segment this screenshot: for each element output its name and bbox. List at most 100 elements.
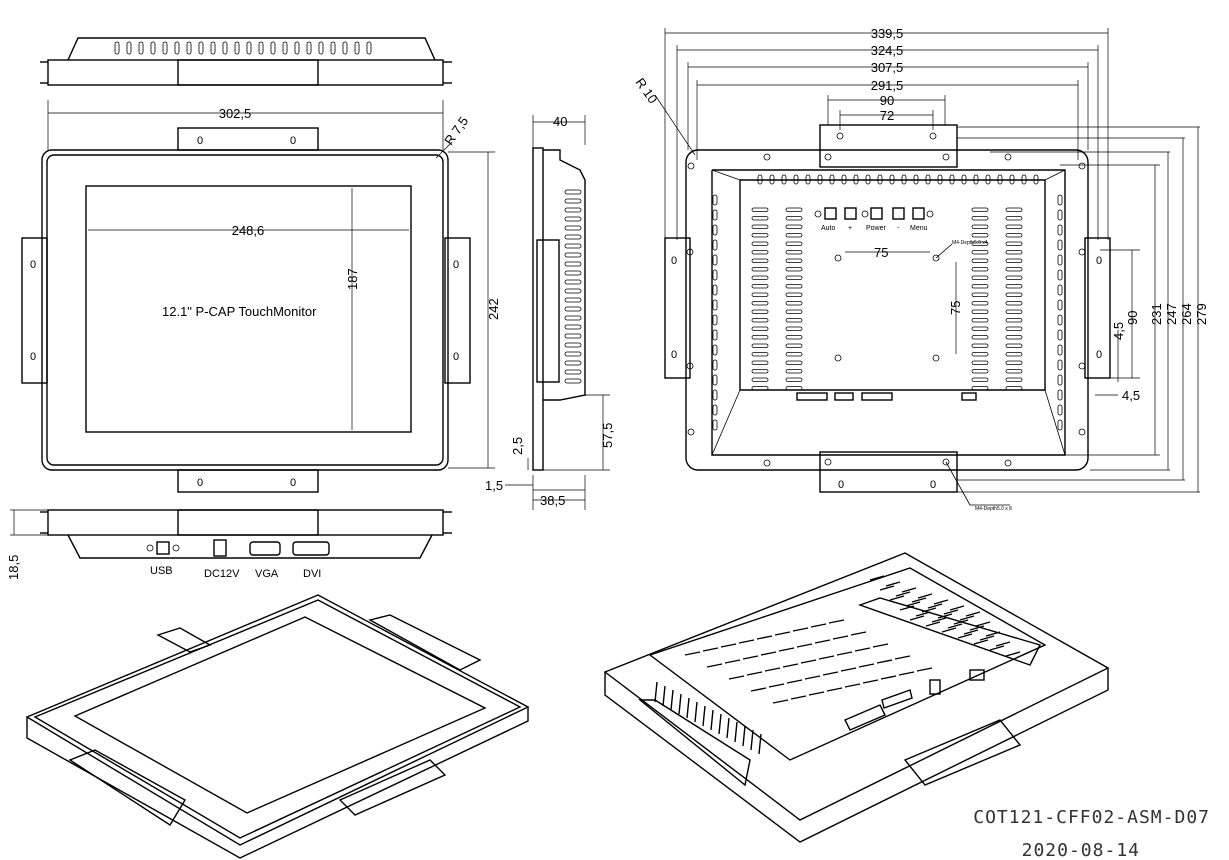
vent-slot [1005, 326, 1023, 331]
vent-slot [750, 729, 754, 751]
vent-slot [778, 647, 795, 652]
vent-slot [751, 233, 769, 238]
screw-hole [1078, 428, 1086, 436]
vent-slot [810, 623, 827, 628]
vent-slot [979, 635, 995, 641]
screw-hole [686, 248, 694, 256]
vent-slot [971, 241, 989, 246]
side-dim-57: 57,5 [600, 423, 615, 448]
button-label-plus: + [848, 225, 852, 232]
vent-slot [911, 597, 927, 603]
doc-id: COT121-CFF02-ASM-D07 [973, 807, 1210, 828]
vent-slot [564, 288, 582, 294]
vent-slot [943, 609, 959, 615]
top-view [40, 37, 452, 86]
vesa-v-dim: 75 [948, 301, 963, 315]
bracket-hole: 0 [453, 351, 459, 363]
vent-slot [757, 174, 763, 185]
vent-slot [909, 615, 925, 621]
vent-slot [901, 174, 907, 185]
vent-slot [971, 224, 989, 229]
vent-slot [1005, 369, 1023, 374]
button-label-auto: Auto [821, 225, 836, 232]
vent-slot [785, 233, 803, 238]
vent-slot [973, 639, 989, 645]
vent-slot [564, 297, 582, 303]
vent-slot [971, 377, 989, 382]
vent-slot [885, 581, 901, 587]
screw-hole [1078, 362, 1086, 370]
vent-slot [971, 233, 989, 238]
vent-slot [712, 194, 718, 206]
vent-slot [1057, 224, 1063, 236]
vent-slot [997, 174, 1003, 185]
vent-slot [564, 351, 582, 357]
vent-slot [718, 713, 722, 735]
vent-slot [832, 635, 849, 640]
vent-slot [728, 675, 745, 680]
vent-slot [712, 359, 718, 371]
vent-slot [1005, 352, 1023, 357]
vent-slot [785, 326, 803, 331]
vent-slot [712, 239, 718, 251]
vent-slot [829, 174, 835, 185]
vent-slot [662, 685, 666, 707]
bracket-hole: 0 [838, 479, 844, 491]
vent-slot [1005, 651, 1021, 657]
vent-slot [785, 292, 803, 297]
vent-slot [114, 41, 120, 55]
vent-slot [796, 643, 813, 648]
vent-slot [734, 721, 738, 743]
vent-slot [971, 267, 989, 272]
bracket-hole: 0 [671, 349, 677, 361]
bottom-view: 18,5 USB DC12V VGA DVI [6, 509, 452, 580]
vent-slot [959, 615, 975, 621]
vent-slot [712, 299, 718, 311]
vent-slot [1057, 359, 1063, 371]
vent-slot [785, 335, 803, 340]
bracket-hole: 0 [671, 255, 677, 267]
rear-height-279: 279 [1194, 303, 1209, 325]
top-vents [114, 41, 372, 55]
vent-slot [712, 224, 718, 236]
vent-slot [971, 369, 989, 374]
side-vents [564, 189, 582, 384]
vent-slot [915, 611, 931, 617]
vent-slot [785, 386, 803, 391]
vent-slot [793, 174, 799, 185]
vent-slot [330, 41, 336, 55]
vent-slot [342, 41, 348, 55]
port-label-dvi: DVI [303, 568, 321, 580]
vent-slot [751, 386, 769, 391]
vent-slot [282, 41, 288, 55]
vent-slot [564, 306, 582, 312]
vent-slot [1057, 239, 1063, 251]
vent-slot [564, 270, 582, 276]
doc-date: 2020-08-14 [1022, 840, 1140, 860]
bracket-hole: 0 [1096, 349, 1102, 361]
vent-slot [785, 369, 803, 374]
vent-slot [750, 687, 767, 692]
vent-slot [925, 621, 941, 627]
side-view: 40 57,5 2,5 1,5 38,5 [485, 114, 615, 510]
vent-slot [995, 641, 1011, 647]
screw-hole [763, 459, 771, 467]
vent-slot [850, 631, 867, 636]
vent-slot [712, 209, 718, 221]
vent-slot [756, 635, 773, 640]
vent-slot [198, 41, 204, 55]
vent-slot [751, 377, 769, 382]
vent-slot [751, 343, 769, 348]
vent-slot [800, 659, 817, 664]
vent-slot [712, 329, 718, 341]
vent-slot [947, 623, 963, 629]
vent-slot [973, 174, 979, 185]
vent-slot [785, 207, 803, 212]
front-view: 302,5 0 0 0 0 0 0 0 0 248,6 187 12.1" P-… [21, 100, 501, 493]
vent-slot [814, 639, 831, 644]
vent-slot [678, 693, 682, 715]
vent-slot [751, 292, 769, 297]
vent-slot [1005, 318, 1023, 323]
side-depth-bottom: 38,5 [540, 493, 565, 508]
vent-slot [1021, 174, 1027, 185]
